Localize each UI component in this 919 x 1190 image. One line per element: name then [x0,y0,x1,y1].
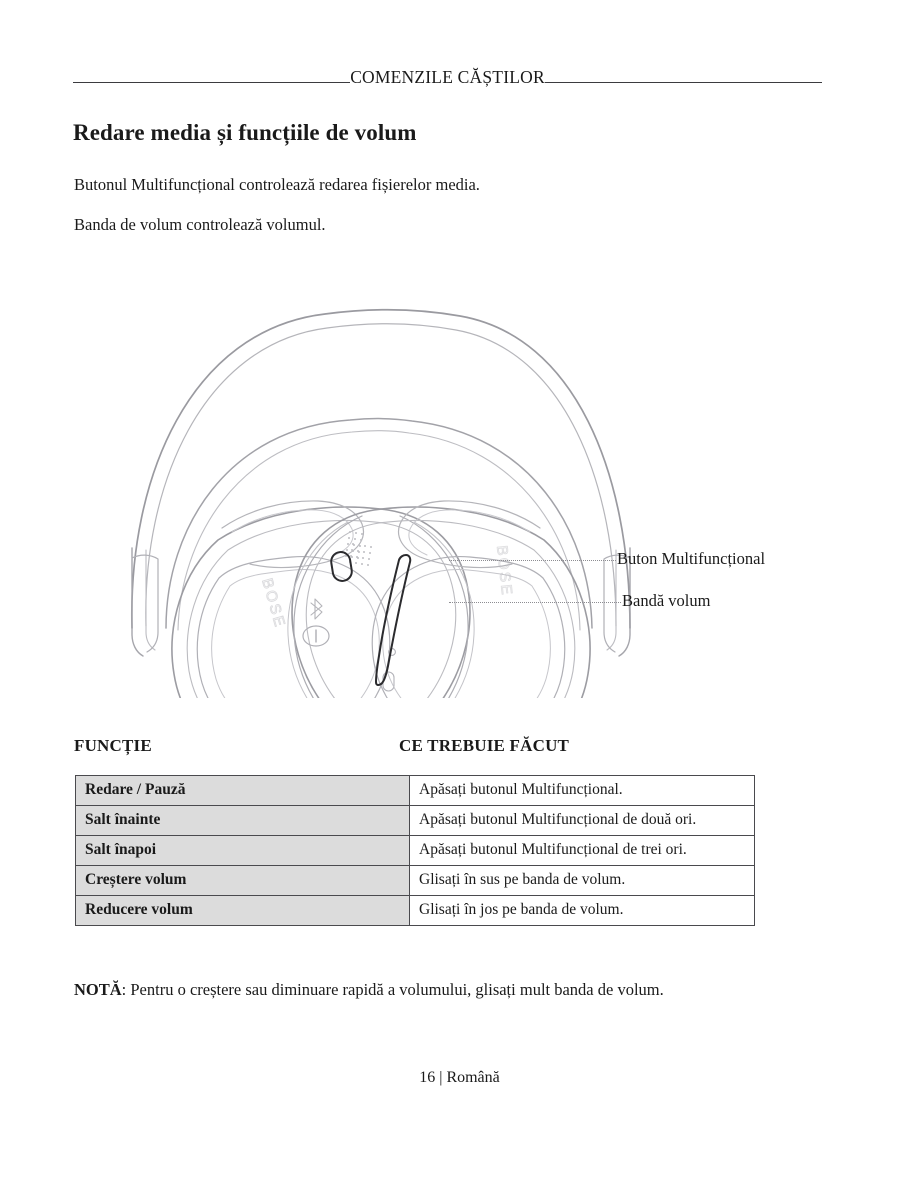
callout-volume-strip: Bandă volum [622,591,711,610]
note-label: NOTĂ [74,979,122,999]
controls-table-body: Redare / Pauză Apăsați butonul Multifunc… [75,775,755,926]
svg-text:BOSE: BOSE [493,545,515,598]
running-header: COMENZILE CĂȘTILOR [73,62,823,92]
running-header-title: COMENZILE CĂȘTILOR [350,66,545,87]
table-row: Salt înainte Apăsați butonul Multifuncți… [75,805,755,836]
cell-action: Glisați în sus pe banda de volum. [409,865,755,896]
headphones-illustration: BOSE [70,228,670,698]
intro-paragraph-2: Banda de volum controlează volumul. [74,214,326,234]
section-heading: Redare media și funcțiile de volum [73,120,417,146]
table-row: Redare / Pauză Apăsați butonul Multifunc… [75,775,755,806]
cell-action: Apăsați butonul Multifuncțional. [409,775,755,806]
table-row: Creștere volum Glisați în sus pe banda d… [75,865,755,896]
table-row: Salt înapoi Apăsați butonul Multifuncțio… [75,835,755,866]
cell-function: Salt înainte [75,805,410,836]
cell-action: Apăsați butonul Multifuncțional de trei … [409,835,755,866]
column-title-action: CE TREBUIE FĂCUT [399,736,570,755]
note-text: : Pentru o creștere sau diminuare rapidă… [121,979,664,999]
svg-text:BOSE: BOSE [258,576,289,630]
intro-paragraph-1: Butonul Multifuncțional controlează reda… [74,174,480,194]
cell-function: Creștere volum [75,865,410,896]
note-paragraph: NOTĂ: Pentru o creștere sau diminuare ra… [74,980,664,1000]
leader-line-volume-strip [449,602,621,603]
callout-multifunction-button: Buton Multifuncțional [617,549,766,568]
controls-table: Redare / Pauză Apăsați butonul Multifunc… [75,775,755,926]
cell-function: Redare / Pauză [75,775,410,806]
cell-function: Reducere volum [75,895,410,926]
cell-action: Glisați în jos pe banda de volum. [409,895,755,926]
cell-function: Salt înapoi [75,835,410,866]
page-footer: 16 | Română [419,1069,500,1086]
leader-line-multifunction-button [449,560,616,561]
column-title-function: FUNCȚIE [74,736,152,755]
header-rule-left [73,82,351,83]
header-rule-right [544,82,823,83]
cell-action: Apăsați butonul Multifuncțional de două … [409,805,755,836]
table-row: Reducere volum Glisați în jos pe banda d… [75,895,755,926]
